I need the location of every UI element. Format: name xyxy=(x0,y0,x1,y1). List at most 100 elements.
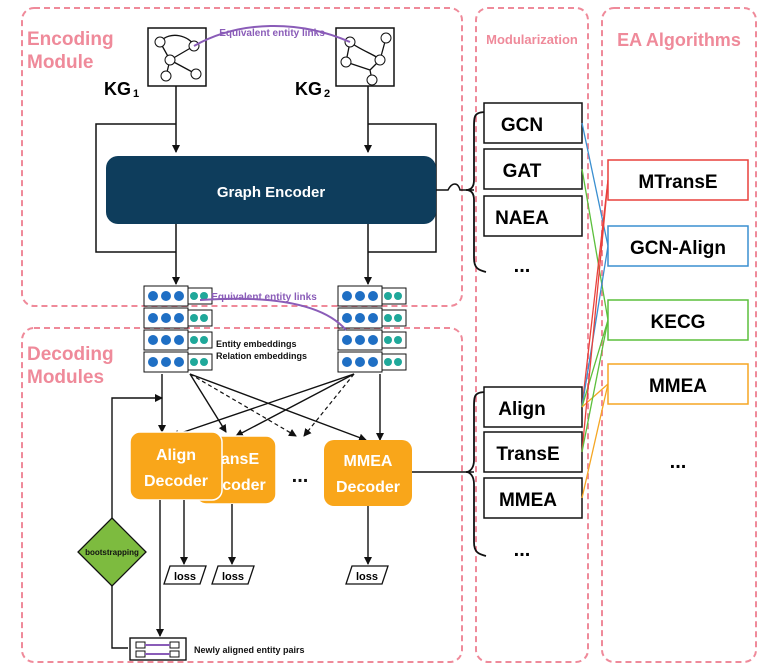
transe-decoder-label-2: coder xyxy=(222,477,266,494)
entity-embedding-dot xyxy=(161,291,171,301)
kg1-graph-icon xyxy=(147,27,207,87)
svg-text:loss: loss xyxy=(356,571,378,583)
equivalent-links-mid-arc xyxy=(199,297,347,331)
encoding-module-frame xyxy=(21,7,463,307)
relation-embedding-dot xyxy=(200,336,208,344)
relation-embedding-dot xyxy=(200,314,208,322)
modularization-title: Modularization xyxy=(486,32,578,47)
mmea-decoder-block xyxy=(324,440,412,506)
entity-embedding-dot xyxy=(355,313,365,323)
entity-embedding-dot xyxy=(148,313,158,323)
ea-algorithms-title: EA Algorithms xyxy=(617,30,741,50)
entity-embedding-dot xyxy=(161,313,171,323)
entity-embedding-dot xyxy=(368,357,378,367)
relation-embedding-dot xyxy=(394,358,402,366)
modules-bottom-brace xyxy=(465,391,487,557)
svg-text:loss: loss xyxy=(174,571,196,583)
entity-embedding-dot xyxy=(355,357,365,367)
svg-text:NAEA: NAEA xyxy=(495,208,549,229)
algorithm-kecg: KECG xyxy=(607,299,749,341)
svg-text:KECG: KECG xyxy=(651,312,706,333)
module-naea: NAEA xyxy=(483,195,583,237)
svg-text:MMEA: MMEA xyxy=(649,376,707,397)
entity-embedding-dot xyxy=(161,335,171,345)
equivalent-links-top-arc xyxy=(193,24,351,47)
entity-embedding-dot xyxy=(342,335,352,345)
decoding-modules-title-2: Modules xyxy=(27,367,104,388)
bootstrapping-label: bootstrapping xyxy=(85,548,139,557)
svg-text:GAT: GAT xyxy=(503,161,542,182)
decoding-modules-title: Decoding xyxy=(27,344,114,365)
encoding-module-title-2: Module xyxy=(27,52,94,73)
entity-embedding-dot xyxy=(342,313,352,323)
module-mmea: MMEA xyxy=(483,477,583,519)
align-decoder-label-1: Align xyxy=(156,447,196,464)
relation-embedding-dot xyxy=(394,314,402,322)
algorithm-mtranse: MTransE xyxy=(607,159,749,201)
modules-top-brace xyxy=(465,111,487,273)
entity-embedding-dot xyxy=(368,335,378,345)
kg2-subscript: 2 xyxy=(324,88,330,100)
new-pairs-icon xyxy=(129,637,187,661)
relation-embedding-dot xyxy=(200,358,208,366)
mmea-decoder-label-1: MMEA xyxy=(344,453,393,470)
relation-embedding-dot xyxy=(200,292,208,300)
align-decoder-block xyxy=(129,431,223,501)
kg2-label: KG xyxy=(295,79,322,99)
entity-embedding-dot xyxy=(355,335,365,345)
entity-embedding-dot xyxy=(174,291,184,301)
decoder-ellipsis: ... xyxy=(292,465,309,487)
relation-embedding-dot xyxy=(394,336,402,344)
align-decoder-label-2: Decoder xyxy=(144,473,208,490)
algorithm-mmea: MMEA xyxy=(607,363,749,405)
entity-embedding-dot xyxy=(368,291,378,301)
relation-embedding-dot xyxy=(190,292,198,300)
equivalent-links-top-label: Equivalent entity links xyxy=(219,28,325,39)
relation-embedding-dot xyxy=(190,314,198,322)
relation-embedding-dot xyxy=(384,358,392,366)
module-algorithm-links xyxy=(581,122,609,499)
relation-embedding-dot xyxy=(384,336,392,344)
module-top-ellipsis: ... xyxy=(514,255,531,277)
kg1-subscript: 1 xyxy=(133,88,139,100)
module-bottom-ellipsis: ... xyxy=(514,539,531,561)
svg-text:MMEA: MMEA xyxy=(499,490,557,511)
relation-embedding-dot xyxy=(190,336,198,344)
svg-text:MTransE: MTransE xyxy=(638,172,717,193)
kg1-label: KG xyxy=(104,79,131,99)
ea-algorithms-frame xyxy=(601,7,757,663)
algorithm-ellipsis: ... xyxy=(670,451,687,473)
algorithm-gcn-align: GCN-Align xyxy=(607,225,749,267)
entity-embedding-dot xyxy=(174,357,184,367)
entity-embedding-dot xyxy=(148,291,158,301)
module-transe: TransE xyxy=(483,431,583,473)
bootstrapping-diamond xyxy=(77,517,147,587)
svg-text:GCN-Align: GCN-Align xyxy=(630,238,726,259)
svg-text:loss: loss xyxy=(222,571,244,583)
entity-embedding-dot xyxy=(148,335,158,345)
entity-embedding-dot xyxy=(368,313,378,323)
decoding-modules-frame xyxy=(21,327,463,663)
svg-text:GCN: GCN xyxy=(501,115,543,136)
module-gcn: GCN xyxy=(483,102,583,144)
entity-embedding-dot xyxy=(174,335,184,345)
entity-embeddings-label: Entity embeddings xyxy=(216,339,297,349)
loss-box-mmea: loss xyxy=(345,565,389,585)
entity-embedding-dot xyxy=(161,357,171,367)
kg2-embedding-stack xyxy=(337,285,407,373)
kg2-graph-icon xyxy=(335,27,395,87)
graph-encoder-label: Graph Encoder xyxy=(217,184,326,201)
entity-embedding-dot xyxy=(342,291,352,301)
relation-embedding-dot xyxy=(190,358,198,366)
relation-embedding-dot xyxy=(394,292,402,300)
entity-embedding-dot xyxy=(148,357,158,367)
transe-decoder-label-1: ansE xyxy=(221,451,260,468)
entity-embedding-dot xyxy=(355,291,365,301)
graph-encoder-block xyxy=(106,156,436,224)
equivalent-links-mid-label: Equivalent entity links xyxy=(211,292,317,303)
encoding-module-title: Encoding xyxy=(27,29,114,50)
relation-embedding-dot xyxy=(384,292,392,300)
mmea-decoder-label-2: Decoder xyxy=(336,479,400,496)
entity-embedding-dot xyxy=(174,313,184,323)
